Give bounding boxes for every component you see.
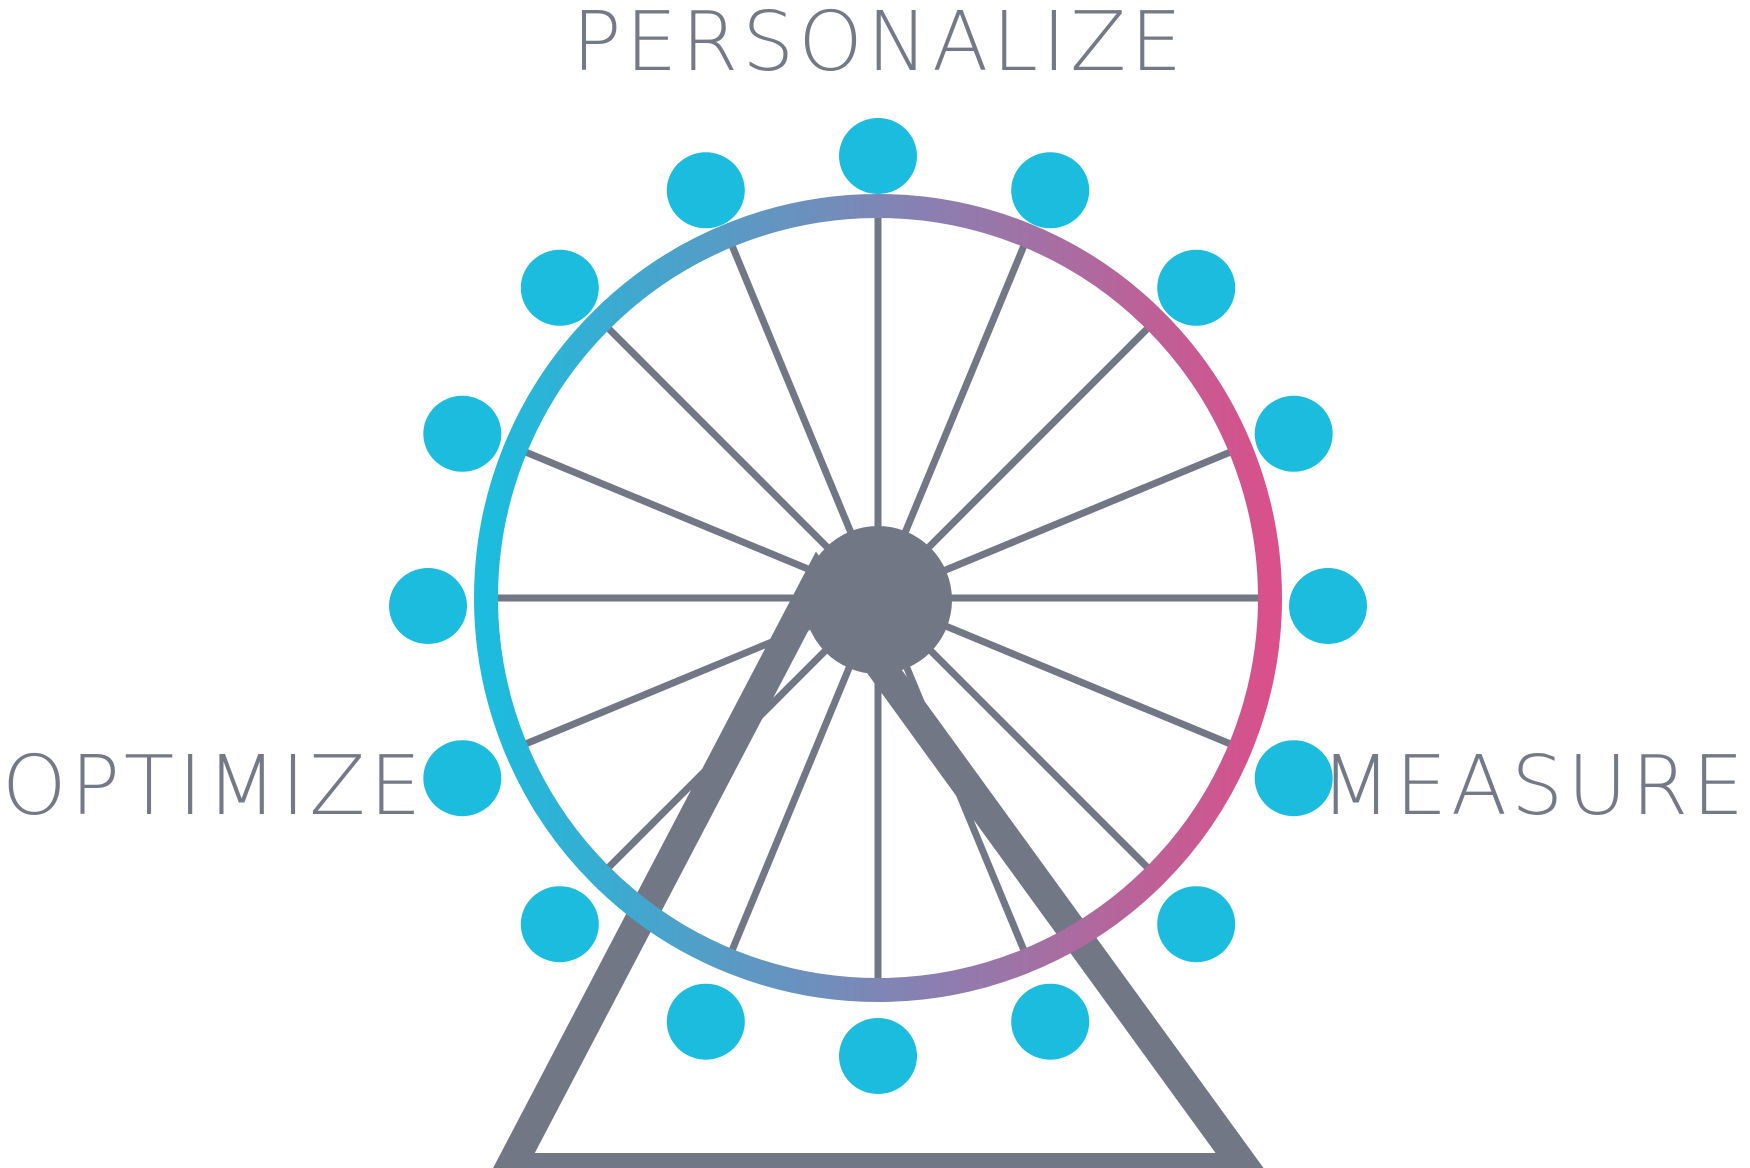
wheel-rim [474, 194, 1282, 1002]
support-frame [493, 551, 1264, 1168]
gondola [839, 1018, 917, 1094]
gondola [1254, 395, 1333, 472]
gondola [666, 983, 745, 1060]
gondolas [389, 118, 1367, 1094]
gondola [423, 740, 502, 817]
gondola [1289, 568, 1367, 644]
measure-label: MEASURE [1320, 739, 1748, 834]
gondola [520, 249, 599, 326]
optimize-label: OPTIMIZE [2, 739, 426, 834]
gondola [839, 118, 917, 194]
wheel-hub [804, 526, 952, 674]
personalize-label: PERSONALIZE [571, 0, 1187, 90]
gondola [1157, 886, 1236, 963]
gondola [520, 886, 599, 963]
gondola [389, 568, 467, 644]
gondola [423, 395, 502, 472]
gondola [666, 152, 745, 229]
gondola [1157, 249, 1236, 326]
gondola [1254, 740, 1333, 817]
gondola [1011, 983, 1090, 1060]
gondola [1011, 152, 1090, 229]
